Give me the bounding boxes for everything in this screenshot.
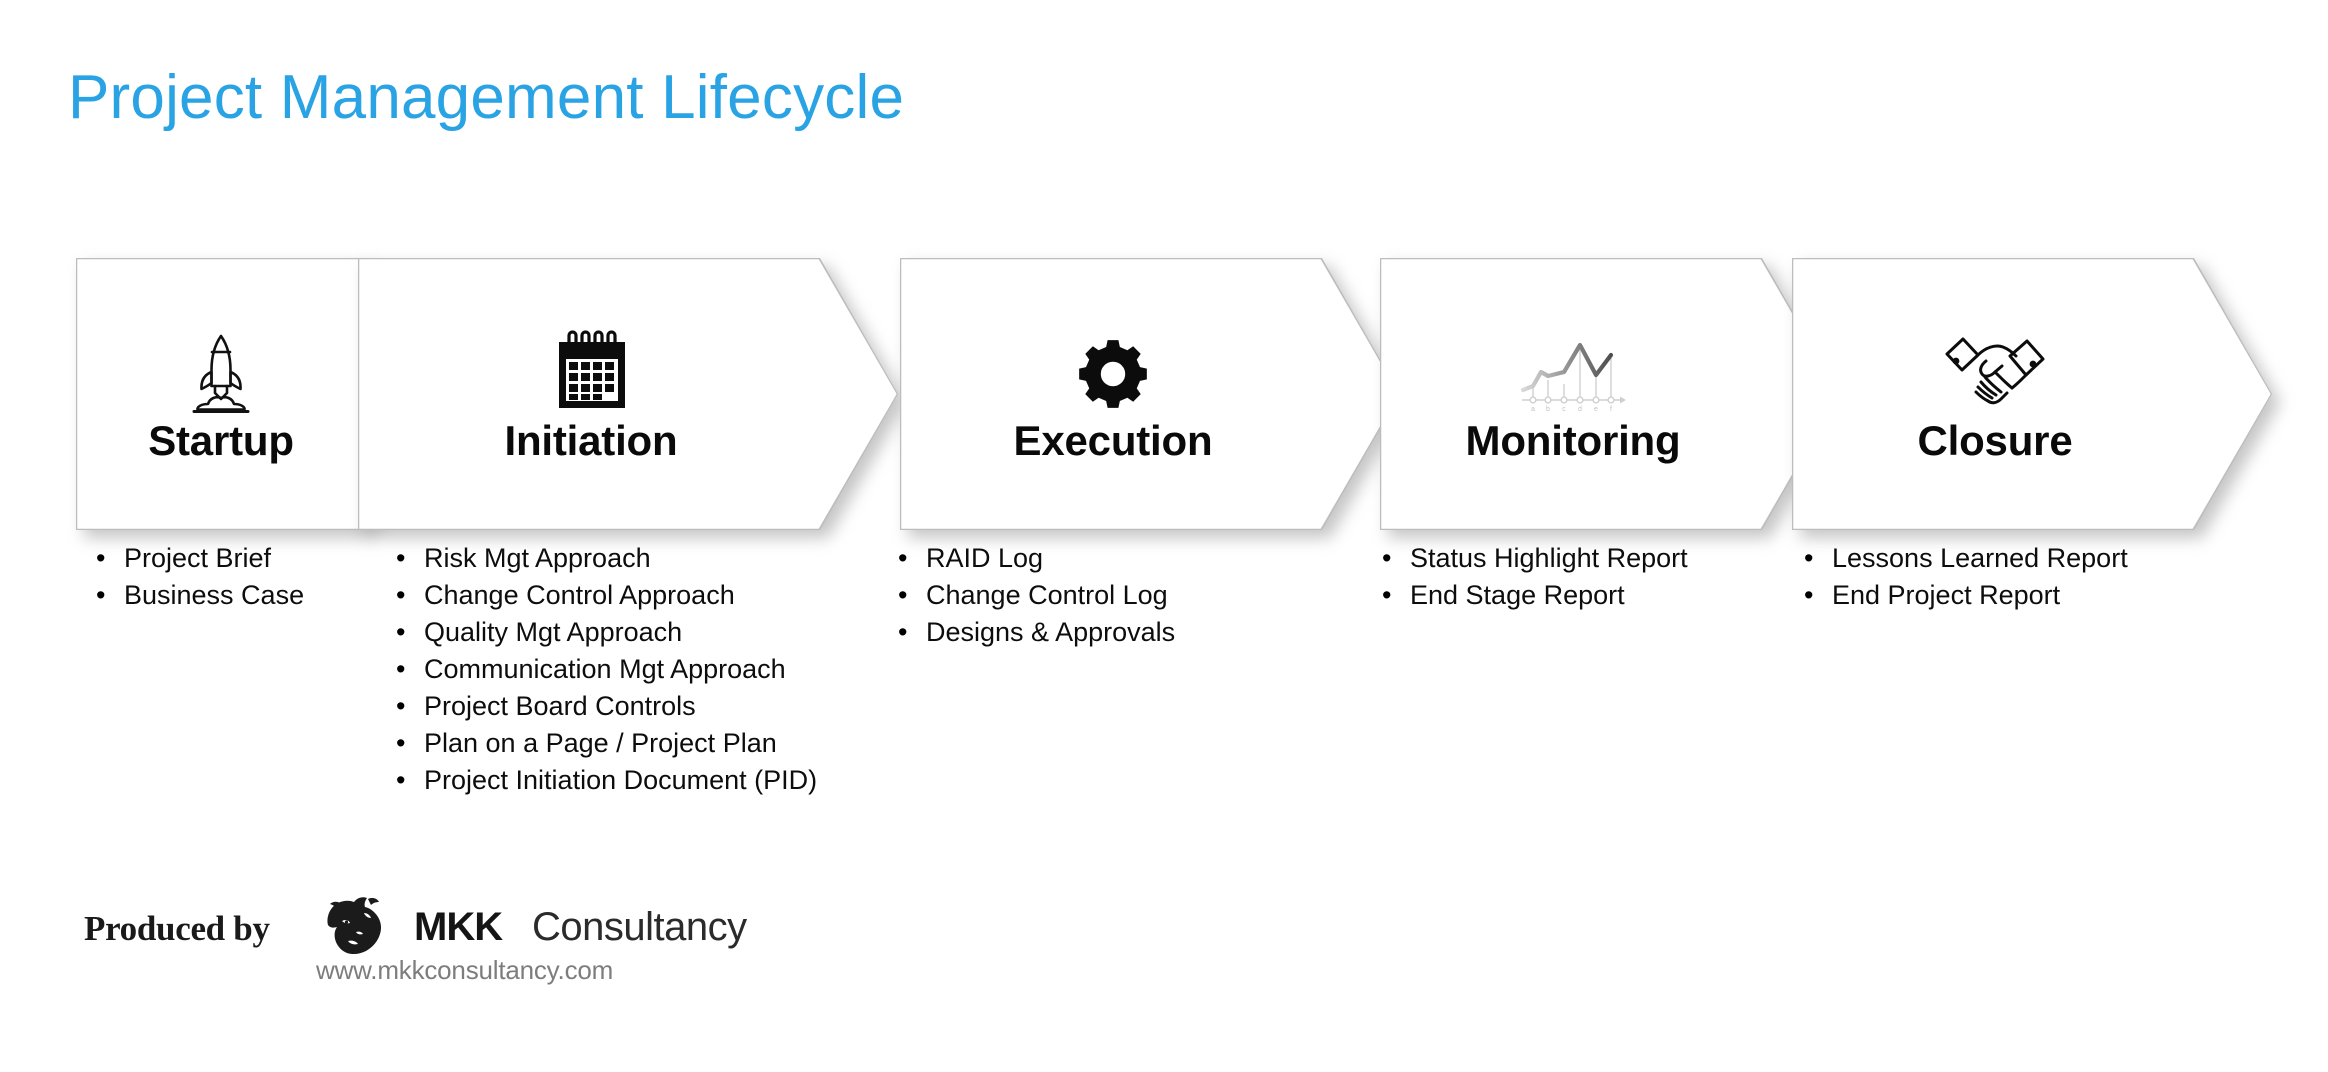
brand-name-bold: MKK (414, 905, 503, 949)
list-item: • End Project Report (1798, 577, 2128, 613)
brand-name-light: Consultancy (532, 905, 747, 949)
page-title: Project Management Lifecycle (68, 63, 905, 132)
list-item: • Quality Mgt Approach (390, 614, 817, 650)
list-item: • RAID Log (892, 540, 1175, 576)
list-item: • Plan on a Page / Project Plan (390, 725, 817, 761)
list-item: • Project Brief (90, 540, 304, 576)
bullet-glyph: • (396, 728, 406, 758)
chevron-body (1381, 259, 1838, 528)
bullet-glyph: • (396, 543, 406, 573)
produced-by-label: Produced by (84, 909, 270, 948)
list-item: • End Stage Report (1376, 577, 1688, 613)
bullet-glyph: • (96, 543, 106, 573)
bullet-glyph: • (898, 580, 908, 610)
producer-logo: Produced by MKK Consultancy www.mkkcon (84, 893, 747, 1003)
chevron-body (901, 259, 1398, 528)
stage-chevron-initiation[interactable] (358, 258, 898, 530)
bullet-glyph: • (1382, 580, 1392, 610)
bullet-glyph: • (396, 617, 406, 647)
list-item: • Communication Mgt Approach (390, 651, 817, 687)
bullet-glyph: • (898, 543, 908, 573)
lion-head-icon (312, 895, 404, 962)
list-item: • Status Highlight Report (1376, 540, 1688, 576)
bullet-glyph: • (396, 691, 406, 721)
bullet-glyph: • (396, 580, 406, 610)
bullet-glyph: • (1804, 580, 1814, 610)
list-item: • Designs & Approvals (892, 614, 1175, 650)
list-item: • Change Control Log (892, 577, 1175, 613)
chevron-body (359, 259, 896, 528)
deliverables-list-initiation: • Risk Mgt Approach • Change Control App… (390, 540, 817, 799)
deliverables-list-closure: • Lessons Learned Report • End Project R… (1798, 540, 2128, 614)
deliverables-list-startup: • Project Brief • Business Case (90, 540, 304, 614)
company-website-url: www.mkkconsultancy.com (316, 955, 614, 985)
deliverables-list-monitoring: • Status Highlight Report • End Stage Re… (1376, 540, 1688, 614)
stage-chevron-monitoring[interactable] (1380, 258, 1840, 530)
bullet-glyph: • (396, 765, 406, 795)
list-item: • Project Board Controls (390, 688, 817, 724)
bullet-glyph: • (1382, 543, 1392, 573)
list-item: • Change Control Approach (390, 577, 817, 613)
list-item: • Risk Mgt Approach (390, 540, 817, 576)
list-item: • Project Initiation Document (PID) (390, 762, 817, 798)
stage-chevron-execution[interactable] (900, 258, 1400, 530)
list-item: • Business Case (90, 577, 304, 613)
bullet-glyph: • (396, 654, 406, 684)
lifecycle-chevron-band: Startup (0, 258, 2328, 538)
bullet-glyph: • (96, 580, 106, 610)
stage-chevron-closure[interactable] (1792, 258, 2272, 530)
deliverables-list-execution: • RAID Log • Change Control Log • Design… (892, 540, 1175, 651)
chevron-body (1793, 259, 2270, 528)
bullet-glyph: • (898, 617, 908, 647)
bullet-glyph: • (1804, 543, 1814, 573)
list-item: • Lessons Learned Report (1798, 540, 2128, 576)
